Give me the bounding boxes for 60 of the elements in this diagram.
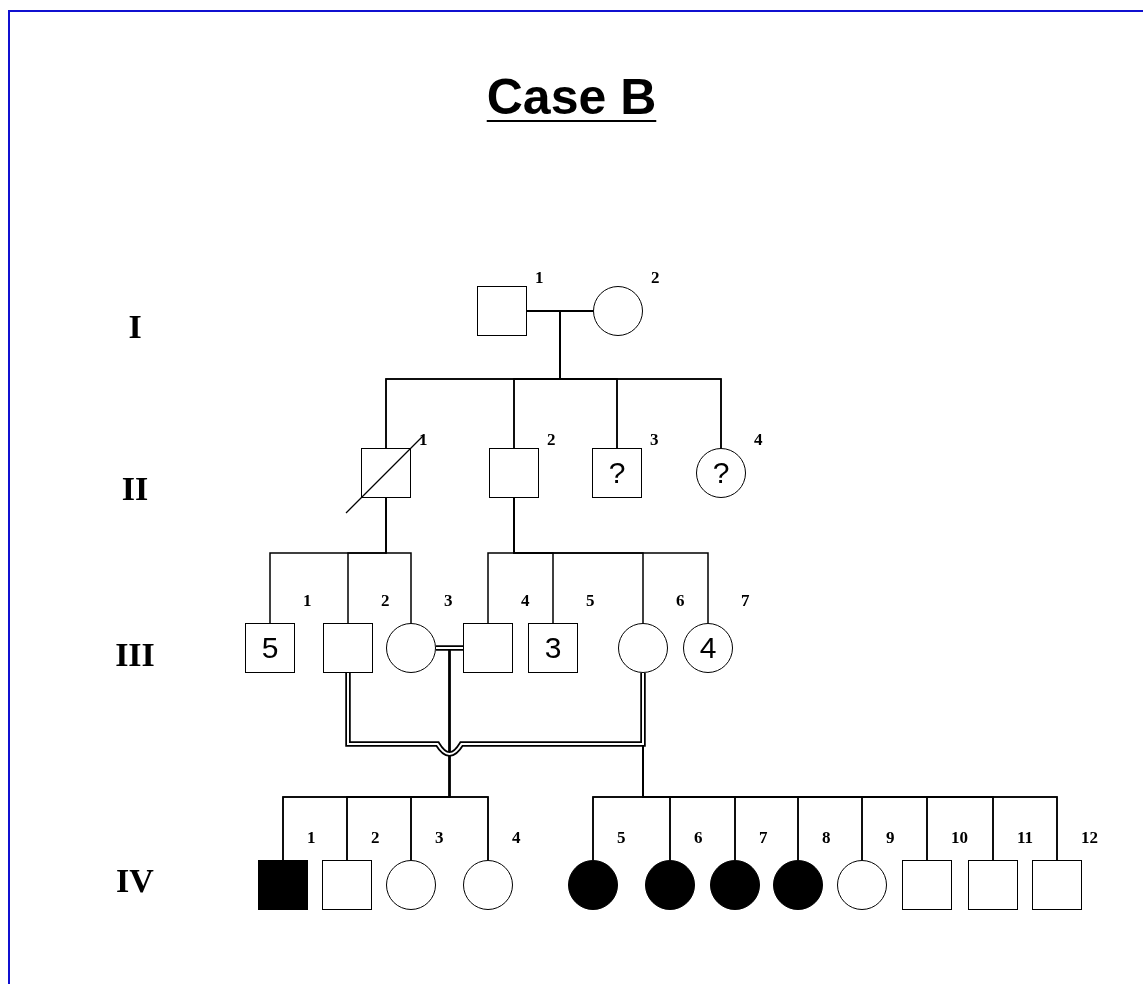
individual-number: 6 (676, 591, 685, 611)
female-circle: 4 (683, 623, 733, 673)
male-square (489, 448, 539, 498)
individual-number: 10 (951, 828, 968, 848)
individual-number: 2 (381, 591, 390, 611)
generation-label: IV (115, 862, 155, 900)
individual-number: 3 (650, 430, 659, 450)
affected-female-circle (568, 860, 618, 910)
individual-number: 4 (521, 591, 530, 611)
individual-number: 12 (1081, 828, 1098, 848)
female-circle: ? (696, 448, 746, 498)
affected-female-circle (710, 860, 760, 910)
female-circle (837, 860, 887, 910)
female-circle (386, 860, 436, 910)
individual-number: 1 (307, 828, 316, 848)
female-circle (463, 860, 513, 910)
male-square (968, 860, 1018, 910)
male-square: ? (592, 448, 642, 498)
generation-label: I (127, 308, 143, 346)
individual-number: 2 (547, 430, 556, 450)
male-square (361, 448, 411, 498)
individual-number: 3 (435, 828, 444, 848)
individual-number: 9 (886, 828, 895, 848)
male-square (477, 286, 527, 336)
individual-number: 5 (617, 828, 626, 848)
generation-label: II (120, 470, 150, 508)
mating-line (526, 310, 594, 312)
male-square (463, 623, 513, 673)
individual-number: 7 (741, 591, 750, 611)
male-square (1032, 860, 1082, 910)
individual-number: 1 (303, 591, 312, 611)
female-circle (386, 623, 436, 673)
individual-number: 2 (371, 828, 380, 848)
individual-number: 4 (512, 828, 521, 848)
individual-number: 4 (754, 430, 763, 450)
individual-number: 5 (586, 591, 595, 611)
descent-line (559, 310, 722, 449)
female-circle (593, 286, 643, 336)
individual-number: 3 (444, 591, 453, 611)
male-square (322, 860, 372, 910)
male-square (323, 623, 373, 673)
consanguineous-double-line (345, 673, 646, 757)
individual-number: 2 (651, 268, 660, 288)
female-circle (618, 623, 668, 673)
affected-male-square (258, 860, 308, 910)
descent-line (513, 497, 709, 624)
male-square (902, 860, 952, 910)
individual-number: 6 (694, 828, 703, 848)
diagram-title: Case B (485, 68, 658, 126)
individual-number: 1 (535, 268, 544, 288)
individual-number: 7 (759, 828, 768, 848)
male-square: 5 (245, 623, 295, 673)
male-square: 3 (528, 623, 578, 673)
descent-line (385, 497, 412, 624)
consanguineous-double-line (436, 645, 463, 651)
generation-label: III (114, 636, 156, 674)
individual-number: 11 (1017, 828, 1034, 848)
affected-female-circle (645, 860, 695, 910)
affected-female-circle (773, 860, 823, 910)
individual-number: 8 (822, 828, 831, 848)
